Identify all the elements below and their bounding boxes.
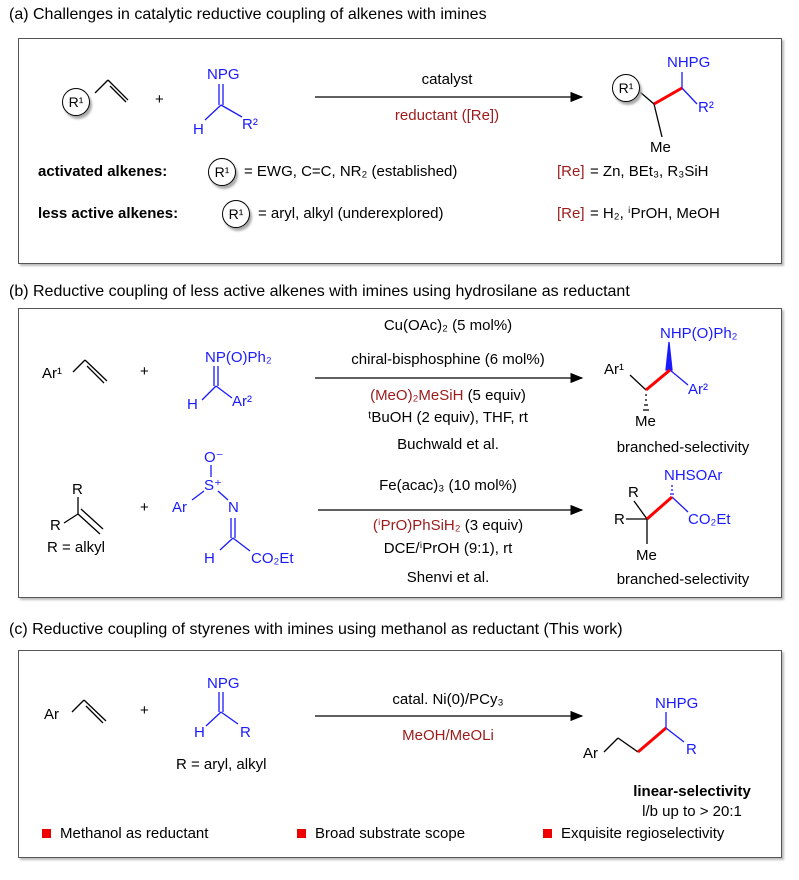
- sulfinyl-o: O⁻: [204, 449, 224, 466]
- activated-alkenes-text: = EWG, C=C, NR₂ (established): [244, 163, 458, 180]
- product-r2: R²: [698, 99, 714, 116]
- product-me: Me: [635, 413, 656, 430]
- alkene-r-left: R: [50, 517, 61, 534]
- plus-sign: +: [155, 91, 164, 108]
- imine-h: H: [187, 396, 198, 413]
- silane-equiv-2: (3 equiv): [460, 517, 524, 534]
- product-r-top: R: [628, 484, 639, 501]
- r-definition: R = aryl, alkyl: [176, 756, 267, 773]
- ar1-alkene: Ar¹: [42, 365, 62, 382]
- activated-alkenes-label: activated alkenes:: [38, 163, 168, 180]
- condition-silane: (MeO)₂MeSiH (5 equiv): [370, 388, 526, 403]
- condition-catalyst: catalyst: [421, 71, 473, 88]
- product-nhsoar: NHSOAr: [664, 467, 723, 484]
- linear-selectivity: linear-selectivity: [633, 783, 751, 800]
- imine-h: H: [204, 550, 215, 567]
- bullet-icon: [543, 829, 552, 838]
- imine-ar2: Ar²: [232, 393, 252, 410]
- alkene-r-top: R: [72, 481, 83, 498]
- imine-npg: NPG: [207, 675, 240, 692]
- panel-c-box: [18, 650, 782, 858]
- re-less-active-text: = H₂, ⁱPrOH, MeOH: [590, 205, 720, 222]
- condition-fe: Fe(acac)₃ (10 mol%): [379, 477, 517, 494]
- condition-methanol: MeOH/MeOLi: [402, 727, 494, 744]
- re-label-1: [Re]: [557, 163, 585, 180]
- product-ar: Ar: [583, 745, 598, 762]
- condition-solvent-2: DCE/ⁱPrOH (9:1), rt: [383, 540, 513, 557]
- product-me: Me: [650, 139, 671, 156]
- imine-co2et: CO₂Et: [251, 550, 294, 567]
- imine-h: H: [194, 724, 205, 741]
- product-nhpg: NHPG: [655, 695, 699, 712]
- less-active-alkenes-text: = aryl, alkyl (underexplored): [258, 205, 444, 222]
- feature-methanol: Methanol as reductant: [60, 825, 209, 842]
- condition-solvent: ᵗBuOH (2 equiv), THF, rt: [368, 409, 528, 426]
- bullet-icon: [42, 829, 51, 838]
- panel-a-title: (a) Challenges in catalytic reductive co…: [9, 6, 487, 23]
- branched-selectivity-2: branched-selectivity: [616, 571, 750, 588]
- re-activated-text: = Zn, BEt₃, R₃SiH: [590, 163, 709, 180]
- re-label-2: [Re]: [557, 205, 585, 222]
- imine-npg: NPG: [207, 66, 240, 83]
- imine-r: R: [240, 724, 251, 741]
- plus-sign: +: [140, 499, 149, 516]
- product-me: Me: [636, 547, 657, 564]
- imine-n: N: [228, 499, 239, 516]
- product-nhpg: NHPG: [667, 54, 711, 71]
- plus-sign: +: [140, 363, 149, 380]
- product-co2et: CO₂Et: [688, 511, 731, 528]
- r1-circle-activated: R¹: [208, 158, 236, 186]
- imine-h: H: [193, 121, 204, 138]
- condition-ligand: chiral-bisphosphine (6 mol%): [351, 351, 545, 368]
- feature-regioselectivity: Exquisite regioselectivity: [561, 825, 725, 842]
- condition-reductant: reductant ([Re]): [394, 107, 500, 124]
- condition-ni: catal. Ni(0)/PCy₃: [392, 691, 504, 708]
- r1-substituent-circle: R¹: [62, 88, 90, 116]
- panel-c-title: (c) Reductive coupling of styrenes with …: [9, 621, 623, 638]
- product-r-left: R: [614, 511, 625, 528]
- silane-reductant-2: (ⁱPrO)PhSiH₂: [372, 517, 461, 534]
- styrene-ar: Ar: [44, 706, 59, 723]
- panel-b-title: (b) Reductive coupling of less active al…: [9, 283, 630, 300]
- silane-reductant: (MeO)₂MeSiH: [370, 387, 464, 404]
- product-nhp-o-ph2: NHP(O)Ph₂: [660, 325, 738, 342]
- product-ar2: Ar²: [688, 381, 708, 398]
- condition-cu: Cu(OAc)₂ (5 mol%): [383, 317, 513, 334]
- product-ar1: Ar¹: [604, 361, 624, 378]
- linear-branched-ratio: l/b up to > 20:1: [642, 803, 742, 820]
- r-definition: R = alkyl: [47, 539, 105, 556]
- feature-scope: Broad substrate scope: [315, 825, 466, 842]
- reference-buchwald: Buchwald et al.: [397, 436, 499, 453]
- product-r: R: [686, 741, 697, 758]
- r1-circle-less-active: R¹: [222, 200, 250, 228]
- less-active-alkenes-label: less active alkenes:: [38, 205, 179, 222]
- silane-equiv: (5 equiv): [463, 387, 526, 404]
- panel-a-box: [18, 38, 782, 264]
- plus-sign: +: [140, 702, 149, 719]
- reference-shenvi: Shenvi et al.: [406, 569, 490, 586]
- panel-b-box: [18, 308, 782, 598]
- imine-r2: R²: [242, 116, 258, 133]
- branched-selectivity-1: branched-selectivity: [616, 439, 750, 456]
- product-r1-circle: R¹: [612, 74, 640, 102]
- condition-silane-2: (ⁱPrO)PhSiH₂ (3 equiv): [373, 518, 523, 533]
- sulfinyl-s: S⁺: [204, 477, 222, 494]
- bullet-icon: [297, 829, 306, 838]
- sulfinyl-ar: Ar: [172, 499, 187, 516]
- imine-np-o-ph2: NP(O)Ph₂: [205, 349, 272, 366]
